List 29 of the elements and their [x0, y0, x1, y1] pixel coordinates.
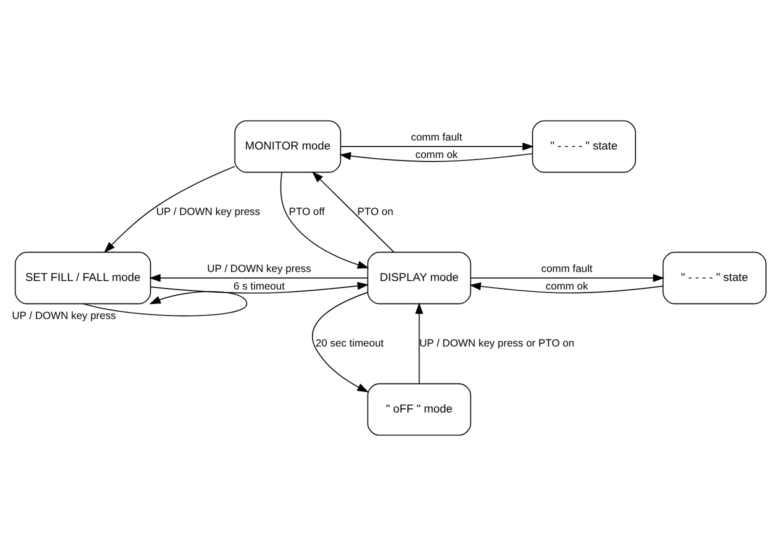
edge-label: UP / DOWN key press	[156, 206, 260, 218]
arrow	[340, 142, 534, 150]
edge-label: comm fault	[410, 132, 462, 144]
arrow	[280, 172, 370, 268]
node-box: " - - - - " state	[662, 251, 766, 304]
arrow	[104, 165, 236, 252]
edge-label: comm ok	[415, 149, 458, 160]
arrow	[312, 170, 394, 252]
node-box: " - - - - " state	[532, 120, 636, 172]
edge-label: comm ok	[546, 280, 588, 292]
arrow	[415, 302, 424, 384]
edge-label: UP / DOWN key press	[207, 264, 312, 275]
edge-label: PTO on	[357, 206, 394, 218]
edge-label: 20 sec timeout	[316, 338, 384, 349]
arrow	[339, 152, 533, 162]
edge-label: UP / DOWN key press	[12, 310, 116, 322]
arrow	[150, 281, 369, 294]
node-box: DISPLAY mode	[367, 251, 472, 304]
node-box: " oFF " mode	[367, 382, 472, 436]
edge-label: PTO off	[288, 206, 325, 218]
edge-label: 6 s timeout	[234, 280, 285, 292]
node-box: SET FILL / FALL mode	[14, 251, 152, 304]
node-box: MONITOR mode	[234, 120, 342, 172]
arrow	[312, 291, 369, 392]
arrow	[469, 282, 664, 293]
arrow	[470, 274, 664, 282]
edge-label: UP / DOWN key press or PTO on	[419, 338, 574, 349]
arrow	[149, 274, 368, 282]
edge-label: comm fault	[541, 264, 592, 275]
